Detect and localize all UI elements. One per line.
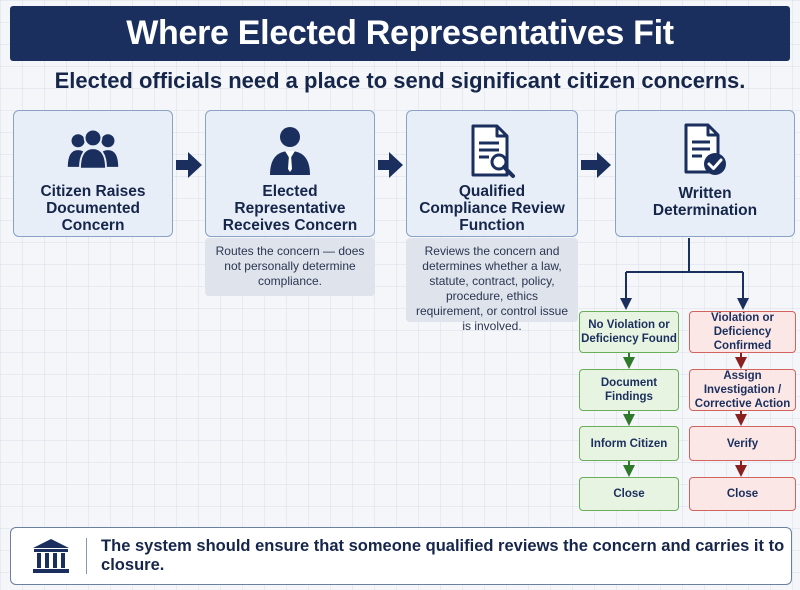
step-label: Citizen Raises Documented Concern <box>40 183 146 234</box>
branch-no-violation-step: Inform Citizen <box>579 426 679 461</box>
document-search-icon <box>464 123 520 179</box>
step-written-determination: Written Determination <box>615 110 795 237</box>
document-check-icon <box>677 123 733 179</box>
title-banner: Where Elected Representatives Fit <box>10 6 790 61</box>
note-representative: Routes the concern — does not personally… <box>205 238 375 296</box>
footer-divider <box>86 538 88 574</box>
arrow-right-icon <box>581 152 611 178</box>
people-group-icon <box>65 123 121 179</box>
branch-no-violation-header: No Violation or Deficiency Found <box>579 311 679 353</box>
branch-no-violation-step: Document Findings <box>579 369 679 411</box>
note-review: Reviews the concern and determines wheth… <box>406 238 578 333</box>
branch-violation-step: Assign Investigation / Corrective Action <box>689 369 796 411</box>
step-label: Written Determination <box>652 185 758 219</box>
page-title: Where Elected Representatives Fit <box>126 14 674 52</box>
branch-violation-step: Close <box>689 477 796 511</box>
step-citizen-concern: Citizen Raises Documented Concern <box>13 110 173 237</box>
footer-message: The system should ensure that someone qu… <box>101 537 785 574</box>
branch-no-violation-step: Close <box>579 477 679 511</box>
branch-violation-step: Verify <box>689 426 796 461</box>
page-subtitle: Elected officials need a place to send s… <box>54 68 746 93</box>
step-compliance-review: Qualified Compliance Review Function <box>406 110 578 237</box>
arrow-right-icon <box>378 152 403 178</box>
step-label: Qualified Compliance Review Function <box>419 183 565 234</box>
arrow-right-icon <box>176 152 202 178</box>
institution-building-icon <box>23 537 78 575</box>
person-icon <box>262 123 318 179</box>
branch-violation-header: Violation or Deficiency Confirmed <box>689 311 796 353</box>
step-label: Elected Representative Receives Concern <box>222 183 358 234</box>
step-representative: Elected Representative Receives Concern <box>205 110 375 237</box>
footer-callout: The system should ensure that someone qu… <box>10 527 792 585</box>
